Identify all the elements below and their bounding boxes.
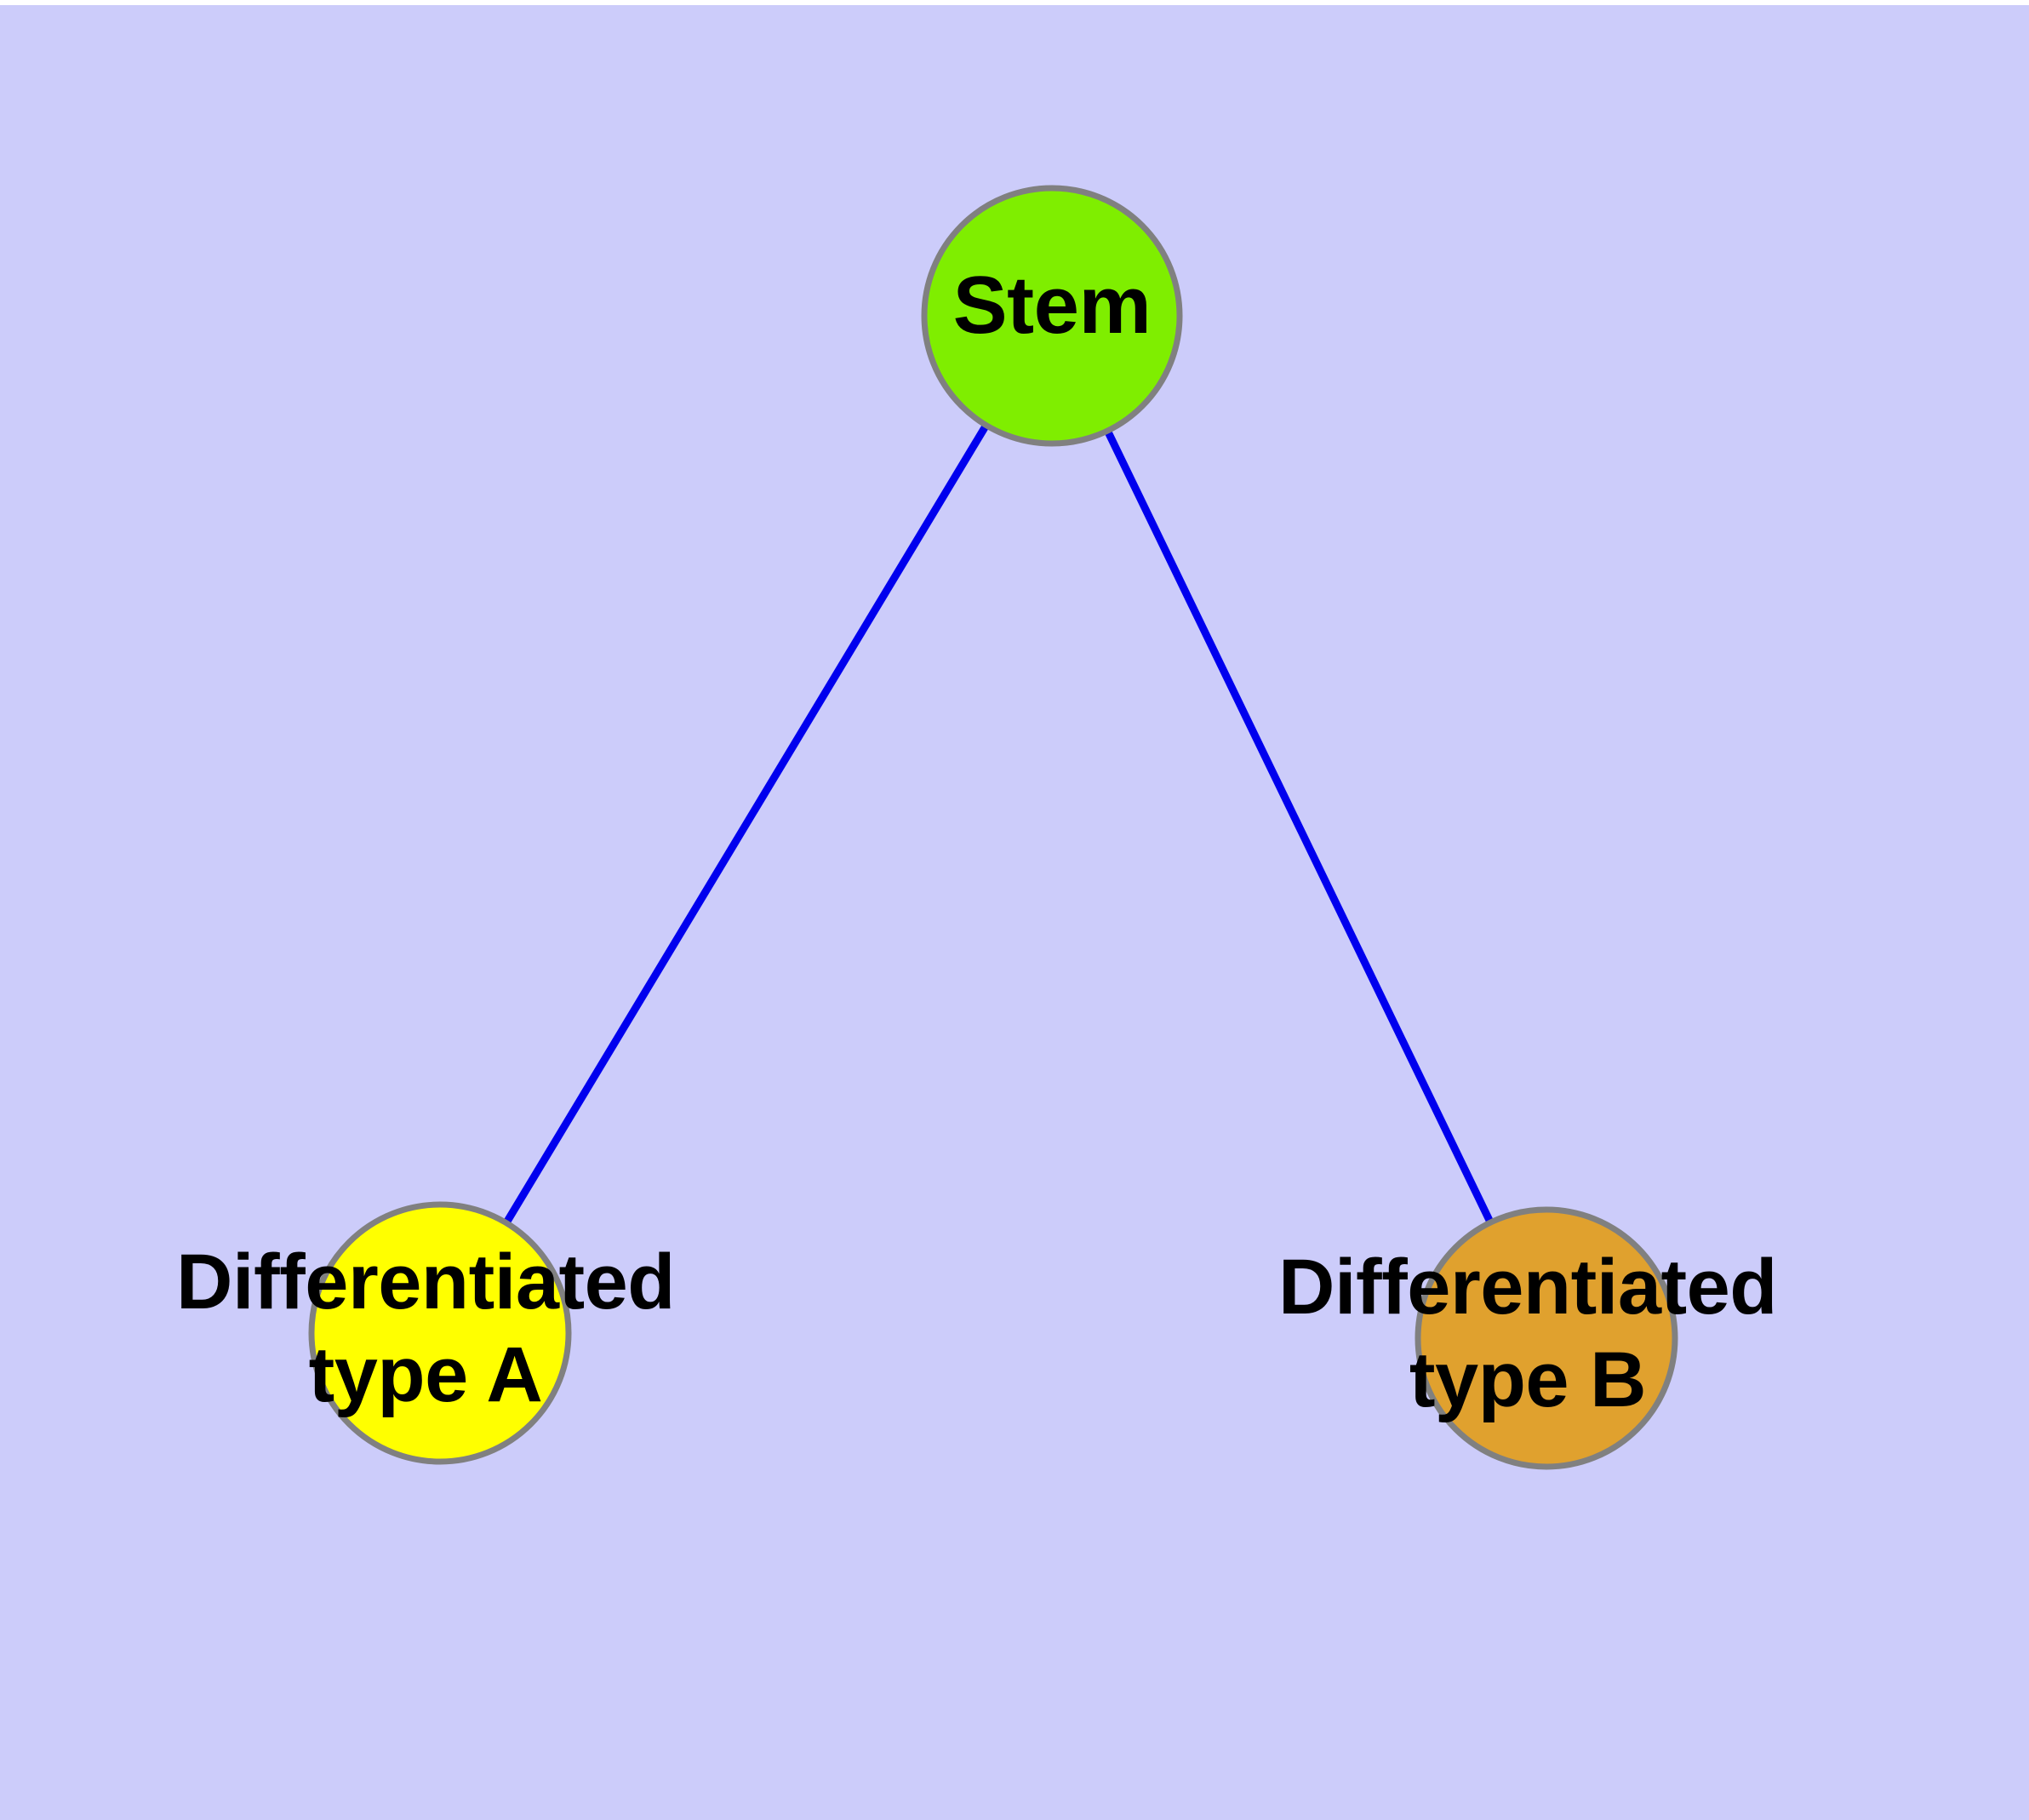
node-diff-a[interactable] [308,1201,572,1465]
node-diff-b[interactable] [1415,1206,1678,1470]
edge-layer [437,313,1551,1340]
edge-stem-to-diff-a[interactable] [437,313,1055,1336]
node-stem[interactable] [921,185,1183,447]
node-layer [308,185,1678,1470]
edge-stem-to-diff-b[interactable] [1048,314,1551,1340]
